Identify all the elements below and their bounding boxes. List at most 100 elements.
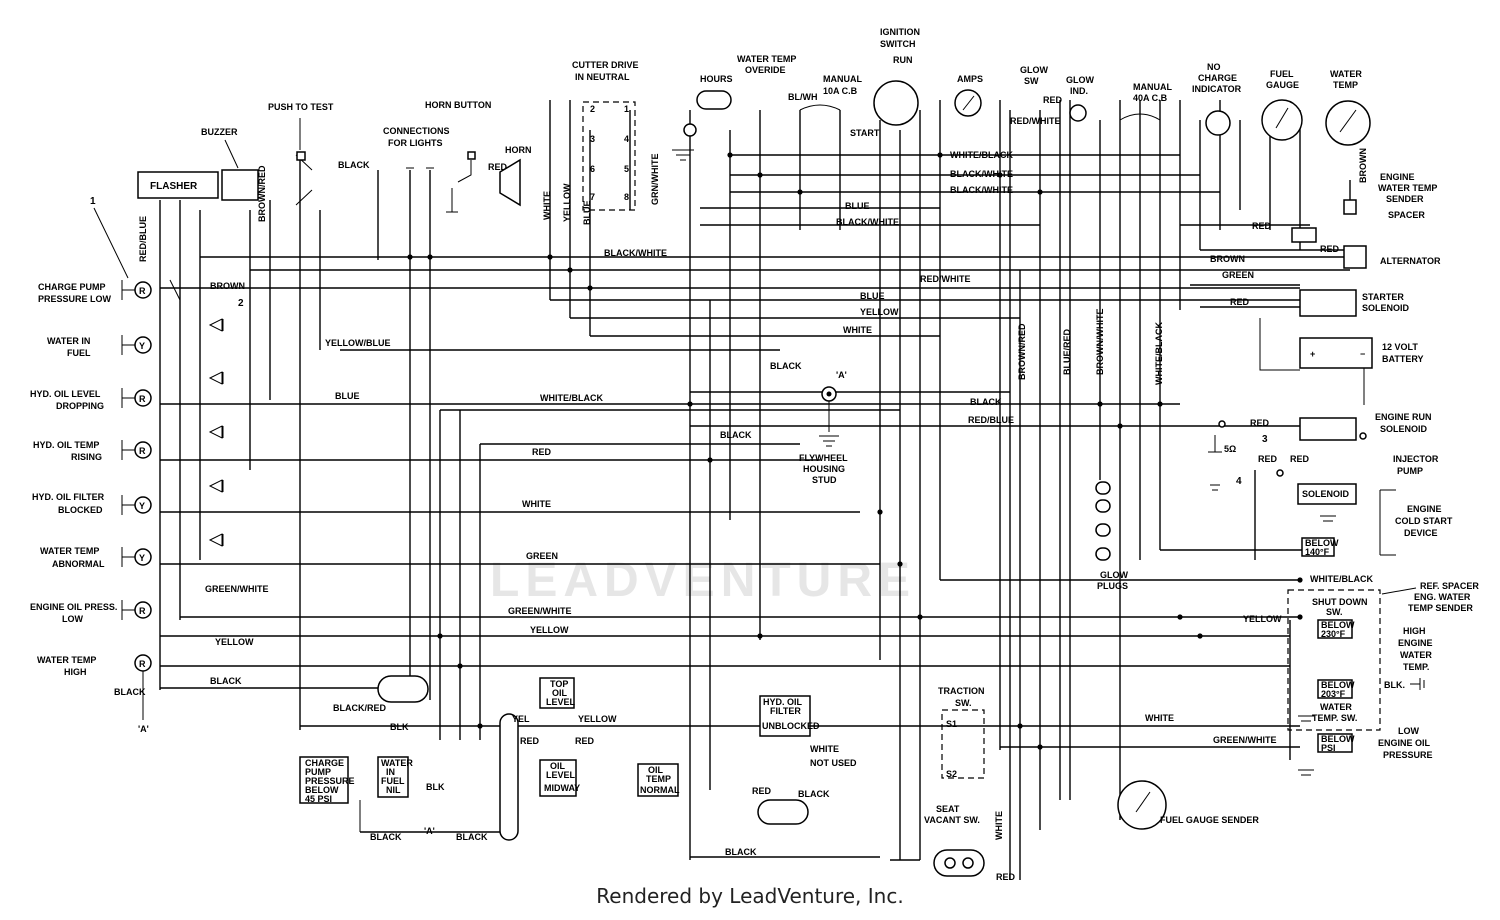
svg-text:WATER: WATER bbox=[381, 758, 413, 768]
below-140-label: BELOW bbox=[1305, 538, 1339, 548]
sender-label-3: SENDER bbox=[1386, 194, 1424, 204]
ground-icon bbox=[819, 401, 839, 447]
lamp-letter: Y bbox=[139, 341, 145, 351]
below-140-value: 140°F bbox=[1305, 547, 1330, 557]
ref-spacer-label-2: ENG. WATER bbox=[1414, 592, 1471, 602]
solenoid-label: SOLENOID bbox=[1302, 489, 1350, 499]
hyd-filter-connector-icon bbox=[757, 799, 809, 825]
svg-text:RED: RED bbox=[1043, 95, 1063, 105]
below-203-value: 203°F bbox=[1321, 689, 1346, 699]
low-oil-label-1: LOW bbox=[1398, 726, 1419, 736]
ignition-start-label: START bbox=[850, 128, 880, 138]
below-203-switch-box bbox=[1317, 679, 1353, 699]
lamp-label: HYD. OIL LEVEL bbox=[30, 389, 101, 399]
svg-text:UNBLOCKED: UNBLOCKED bbox=[762, 721, 820, 731]
svg-text:3: 3 bbox=[590, 134, 595, 144]
ref-spacer-label-3: TEMP SENDER bbox=[1408, 603, 1473, 613]
battery-label-2: BATTERY bbox=[1382, 354, 1424, 364]
warning-lamp-3: R HYD. OIL LEVEL DROPPING bbox=[30, 388, 152, 411]
svg-text:RED: RED bbox=[520, 736, 540, 746]
svg-text:6: 6 bbox=[590, 164, 595, 174]
ground-icon bbox=[672, 149, 694, 161]
svg-text:BELOW: BELOW bbox=[305, 785, 339, 795]
injector-label-2: PUMP bbox=[1397, 466, 1423, 476]
push-to-test-button-icon bbox=[296, 151, 306, 161]
svg-text:WHITE: WHITE bbox=[810, 744, 839, 754]
svg-text:RED: RED bbox=[575, 736, 595, 746]
high-temp-label-1: HIGH bbox=[1403, 626, 1426, 636]
glow-indicator-icon bbox=[1069, 104, 1087, 122]
svg-text:BLK: BLK bbox=[390, 722, 409, 732]
seat-label-2: VACANT SW. bbox=[924, 815, 980, 825]
wt-override-label-2: OVERIDE bbox=[745, 65, 786, 75]
svg-text:YELLOW: YELLOW bbox=[578, 714, 617, 724]
oil-level-switch-box bbox=[539, 759, 577, 797]
below-230-switch-box bbox=[1317, 619, 1353, 639]
node-a-label: 'A' bbox=[138, 724, 149, 734]
buzzer-label: BUZZER bbox=[201, 127, 238, 137]
water-temp-gauge-label-1: WATER bbox=[1330, 69, 1362, 79]
high-temp-label-4: TEMP. bbox=[1403, 662, 1429, 672]
svg-text:BLACK/WHITE: BLACK/WHITE bbox=[604, 248, 667, 258]
glow-plugs-icon bbox=[1095, 481, 1111, 561]
shut-down-label-1: SHUT DOWN bbox=[1312, 597, 1368, 607]
battery-box bbox=[1299, 337, 1373, 369]
starter-label-1: STARTER bbox=[1362, 292, 1404, 302]
seat-label-1: SEAT bbox=[936, 804, 960, 814]
svg-text:WHITE/BLACK: WHITE/BLACK bbox=[1154, 322, 1164, 385]
svg-text:WHITE/BLACK: WHITE/BLACK bbox=[540, 393, 603, 403]
svg-text:BLACK: BLACK bbox=[210, 676, 242, 686]
lamp-label: HYD. OIL FILTER bbox=[32, 492, 105, 502]
ignition-run-label: RUN bbox=[893, 55, 913, 65]
horn-icon bbox=[499, 158, 521, 207]
watermark: LEADVENTURE bbox=[490, 554, 916, 607]
hyd-filter-switch-box bbox=[759, 695, 811, 737]
svg-text:BLUE/RED: BLUE/RED bbox=[1062, 328, 1072, 375]
ground-icon bbox=[1320, 515, 1336, 522]
svg-text:RED/BLUE: RED/BLUE bbox=[138, 216, 148, 262]
warning-lamp-4: R HYD. OIL TEMP RISING bbox=[33, 440, 152, 462]
svg-text:BLACK: BLACK bbox=[770, 361, 802, 371]
svg-text:FUEL: FUEL bbox=[381, 776, 405, 786]
svg-text:RED: RED bbox=[1258, 454, 1278, 464]
svg-text:1: 1 bbox=[624, 104, 629, 114]
breaker-10a-icon bbox=[799, 104, 841, 111]
node-a-label: 'A' bbox=[836, 370, 847, 380]
flywheel-label-2: HOUSING bbox=[803, 464, 845, 474]
wt-override-label-1: WATER TEMP bbox=[737, 54, 796, 64]
horn-button-icon bbox=[467, 151, 476, 160]
svg-text:7: 7 bbox=[590, 192, 595, 202]
glow-ind-label-1: GLOW bbox=[1066, 75, 1094, 85]
horn-label: HORN bbox=[505, 145, 532, 155]
flasher-label: FLASHER bbox=[150, 181, 198, 192]
alternator-icon bbox=[1343, 245, 1367, 269]
svg-text:PUMP: PUMP bbox=[305, 767, 331, 777]
no-charge-indicator-icon bbox=[1205, 110, 1231, 136]
fuel-sender-label: FUEL GAUGE SENDER bbox=[1160, 815, 1259, 825]
fuel-gauge-label-2: GAUGE bbox=[1266, 80, 1299, 90]
svg-text:BLACK: BLACK bbox=[370, 832, 402, 842]
svg-text:YELLOW: YELLOW bbox=[562, 183, 572, 222]
svg-text:YELLOW: YELLOW bbox=[860, 307, 899, 317]
lamp-letter: Y bbox=[139, 553, 145, 563]
lamp-letter: R bbox=[139, 659, 146, 669]
svg-text:BL/WH: BL/WH bbox=[788, 92, 818, 102]
ignition-switch-icon bbox=[873, 80, 919, 126]
resistor-ground-icon bbox=[1208, 435, 1222, 491]
lamp-label: PRESSURE LOW bbox=[38, 294, 112, 304]
svg-text:BROWN/RED: BROWN/RED bbox=[1017, 323, 1027, 380]
svg-text:WHITE/BLACK: WHITE/BLACK bbox=[950, 150, 1013, 160]
svg-text:RED/WHITE: RED/WHITE bbox=[920, 274, 971, 284]
alternator-connector-icon bbox=[1291, 227, 1317, 243]
svg-text:BLUE: BLUE bbox=[845, 201, 870, 211]
connections-label-2: FOR LIGHTS bbox=[388, 138, 443, 148]
below-230-value: 230°F bbox=[1321, 629, 1346, 639]
svg-text:BLACK: BLACK bbox=[798, 789, 830, 799]
warning-lamp-1: R CHARGE PUMP PRESSURE LOW bbox=[38, 279, 181, 304]
svg-text:4: 4 bbox=[624, 134, 629, 144]
svg-text:NORMAL: NORMAL bbox=[640, 785, 680, 795]
svg-text:LEVEL: LEVEL bbox=[546, 697, 576, 707]
oil-connector-icon bbox=[499, 713, 519, 841]
svg-text:RED: RED bbox=[1252, 221, 1272, 231]
svg-text:WHITE: WHITE bbox=[1145, 713, 1174, 723]
